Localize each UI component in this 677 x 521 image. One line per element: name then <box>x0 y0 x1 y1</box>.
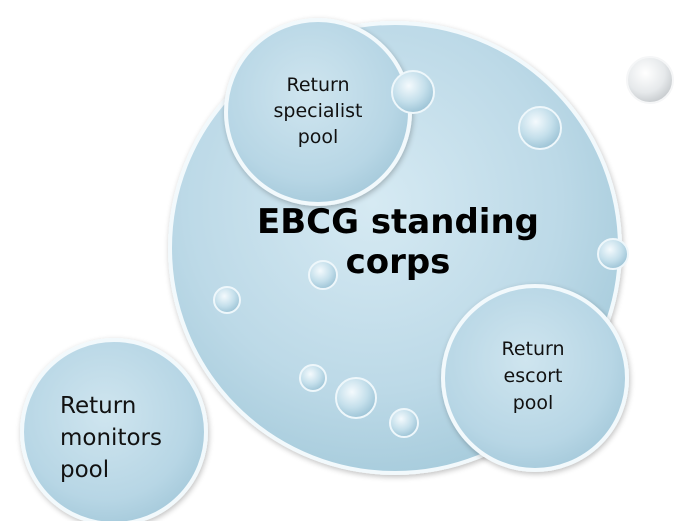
escort-bubble <box>441 284 629 472</box>
main-bubble-label: EBCG standing corps <box>256 202 539 282</box>
decor-bubble <box>391 70 435 114</box>
decor-bubble <box>335 377 377 419</box>
decor-bubble <box>597 238 629 270</box>
decor-bubble <box>389 408 419 438</box>
monitors-bubble-label: Return monitors pool <box>60 393 162 483</box>
decor-bubble <box>299 364 327 392</box>
decor-bubble <box>213 286 241 314</box>
decor-bubble-grey <box>626 56 674 104</box>
decor-bubble <box>518 106 562 150</box>
specialist-bubble-label: Return specialist pool <box>273 74 363 148</box>
decor-bubble <box>308 260 338 290</box>
escort-bubble-label: Return escort pool <box>501 338 565 414</box>
monitors-bubble <box>20 338 208 521</box>
